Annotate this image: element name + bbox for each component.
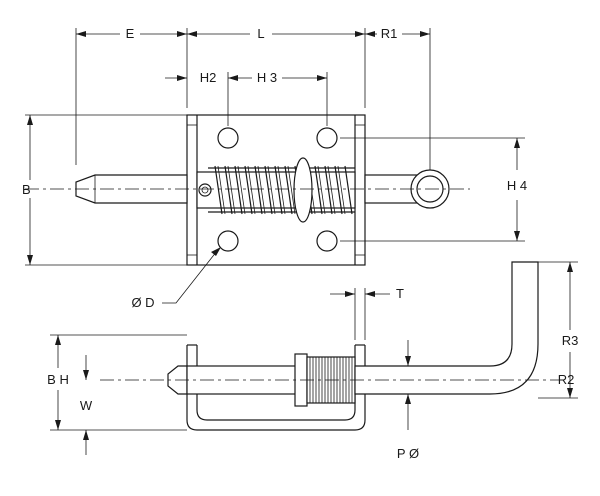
dim-label-h3: H 3 [257, 70, 277, 85]
mounting-hole-top-left [217, 127, 239, 149]
dim-label-h2: H2 [200, 70, 217, 85]
bent-handle [354, 261, 539, 395]
cross-pin [198, 183, 212, 197]
mounting-hole-bottom-right [316, 230, 338, 252]
dim-label-r2: R2 [558, 372, 575, 387]
dim-label-t: T [396, 286, 404, 301]
bracket [186, 345, 366, 431]
dim-label-w: W [80, 398, 93, 413]
dim-label-b: B [22, 182, 31, 197]
dim-label-d: Ø D [131, 295, 154, 310]
retainer-slot [293, 157, 313, 223]
dim-label-l: L [257, 26, 264, 41]
mounting-hole-bottom-left [217, 230, 239, 252]
top-view: E L R1 H2 H 3 H 4 [22, 26, 527, 310]
mounting-hole-top-right [316, 127, 338, 149]
dim-label-r1: R1 [381, 26, 398, 41]
spring [208, 165, 355, 215]
dim-label-e: E [126, 26, 135, 41]
dim-label-r3: R3 [562, 333, 579, 348]
dim-label-h4: H 4 [507, 178, 527, 193]
side-view: T R3 R2 B H W P Ø [47, 261, 579, 461]
dim-label-p: P Ø [397, 446, 419, 461]
dim-label-bh: B H [47, 372, 69, 387]
